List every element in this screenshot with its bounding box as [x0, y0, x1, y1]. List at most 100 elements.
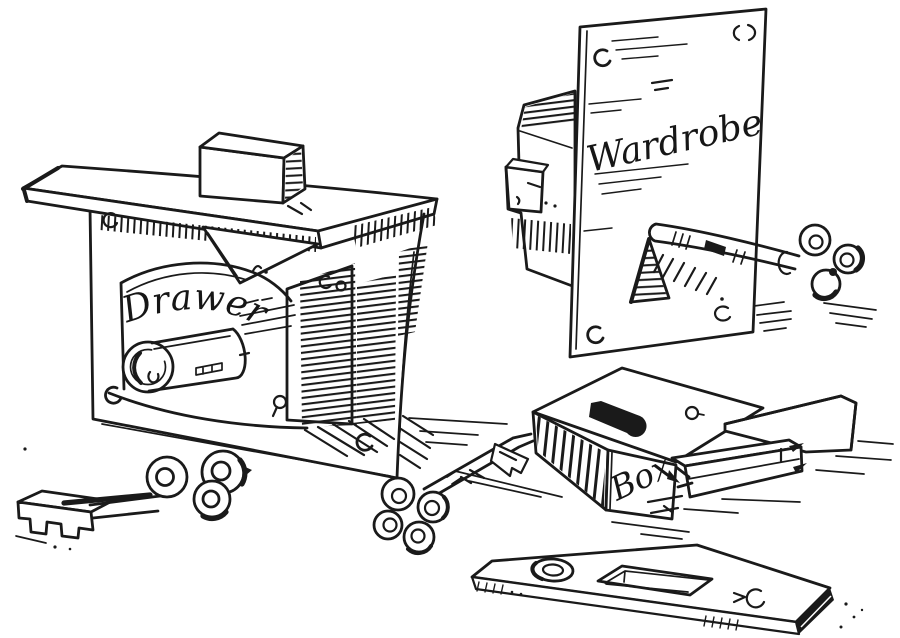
box-lock-front-face [604, 448, 678, 521]
shading-block-right [357, 274, 396, 424]
strike-plate-slot [596, 564, 714, 597]
pen-ticks-shaft [671, 231, 746, 265]
wardrobe-key-bow-lobe [798, 223, 832, 257]
pen-dot [53, 545, 57, 549]
wardrobe-body-edge [519, 130, 573, 149]
shading-bolt-side [285, 148, 303, 201]
drawer-lock-cap-bottom-curve [107, 391, 309, 430]
screw-hole-top-left [593, 48, 612, 68]
pen-dash [238, 351, 251, 357]
box-lock-keyhole [589, 401, 647, 438]
pen-dot [553, 204, 557, 208]
screw-hole-top-left [102, 212, 119, 229]
drawer-key-figure [15, 447, 252, 551]
pen-strokes-stacked-plates [239, 297, 296, 335]
screw-hole-bottom-right [713, 305, 732, 322]
pen-dot [839, 625, 843, 629]
drawer-key-shaft-shade [61, 492, 153, 506]
drawer-key-bow-hole [155, 467, 175, 487]
pen-dot [519, 592, 523, 596]
box-lock-top [531, 366, 765, 464]
drawer-key-bow-hole [210, 460, 232, 482]
strike-plate-hole [541, 563, 565, 577]
box-key-bow-hole [410, 528, 426, 544]
strike-plate-slot-recess [604, 570, 710, 593]
pen-dot [852, 615, 856, 619]
strike-plate-hole-shade [530, 561, 544, 581]
shading-inner-block [300, 263, 357, 427]
drawer-key-bit-front [16, 500, 95, 540]
screw-curl [318, 274, 333, 290]
wardrobe-plate-inner-edge [575, 30, 588, 350]
drawer-lock-figure: Drawer [21, 131, 439, 480]
drawer-key-bow-lobe [145, 455, 189, 499]
pen-dot [860, 608, 864, 612]
shading-box-left-face [536, 415, 605, 507]
screw-hole-bottom-left [104, 385, 123, 405]
wardrobe-key-bow-hole [808, 234, 824, 250]
wardrobe-lock-bolt-top [504, 157, 550, 174]
screw-hole [335, 280, 347, 292]
pen-strokes-ground-left [408, 417, 563, 498]
shading-body-top [521, 93, 574, 130]
drawer-lock-barrel-wards [195, 362, 223, 376]
pen-strokes-hasp [646, 494, 684, 515]
pen-strokes-sketch [583, 36, 689, 232]
pen-dot [510, 590, 514, 594]
box-bolt-midline [687, 458, 800, 480]
wardrobe-keyhole-edge [629, 237, 651, 304]
drawer-key-bow-hole [201, 489, 221, 509]
drawer-lock-cap-inner-arc [126, 272, 248, 293]
box-front-inner-edge [609, 451, 613, 510]
drawer-key-bow-nub [243, 466, 252, 476]
drawer-lock-barrel-ring [129, 348, 167, 386]
drawer-lock-barrel-body [147, 327, 247, 393]
wardrobe-key-bow-center [829, 268, 837, 276]
drawer-lock-barrel-line [153, 335, 231, 350]
screw-hole-top-right [732, 23, 757, 42]
drawer-lock-pin-hook [147, 370, 160, 384]
box-key-bow-lobe [372, 509, 404, 541]
pen-strokes-corner-shadow [398, 414, 435, 470]
box-key-bow-hole [382, 517, 398, 533]
box-bolt-root-wedge [667, 470, 680, 483]
strike-plate-end-slit [800, 595, 832, 628]
shading-under-shelf-right [352, 207, 437, 248]
shading-under-bolt [511, 218, 571, 254]
pen-ticks-front-left [476, 581, 504, 595]
box-bolt-tooth [789, 443, 807, 473]
drawer-lock-shelf-tip [21, 166, 60, 203]
screw-hole-bottom-right [355, 432, 374, 452]
pen-strokes-bolt-marks [515, 181, 542, 206]
wardrobe-key-band [704, 240, 726, 256]
box-key-bit [489, 442, 530, 478]
box-key-bow-hole [390, 487, 408, 505]
box-lock-bolt-front [683, 445, 804, 499]
screw-hole-9-tail [271, 405, 279, 418]
pen-dot [544, 201, 548, 205]
shading-right-edge [398, 242, 428, 336]
strike-plate-figure [470, 543, 864, 636]
wardrobe-lock-figure: Wardrobe [504, 7, 877, 359]
wardrobe-key-bow-shade [812, 245, 866, 302]
pen-strokes-key-shadow [652, 253, 718, 296]
pen-dot [68, 547, 72, 551]
wardrobe-lock-bolt [504, 165, 545, 214]
pen-ticks-front-right [703, 615, 739, 631]
box-lock-figure: Box [408, 366, 894, 540]
drawer-lock-key-pin [132, 351, 143, 385]
pen-dot [720, 297, 724, 301]
box-end-plate-edges [723, 394, 858, 452]
wardrobe-key-bow-hole [839, 252, 855, 268]
wardrobe-key-collar [777, 250, 792, 276]
screw-hole-9 [272, 394, 288, 410]
pen-mark-arrow [732, 591, 747, 604]
pen-mark-r [251, 264, 263, 273]
box-key-bow-lobe [380, 476, 416, 512]
pen-dot [264, 270, 268, 274]
pen-dot [844, 602, 848, 606]
screw-hole-right [745, 588, 766, 609]
pen-dashes-top [650, 78, 674, 92]
